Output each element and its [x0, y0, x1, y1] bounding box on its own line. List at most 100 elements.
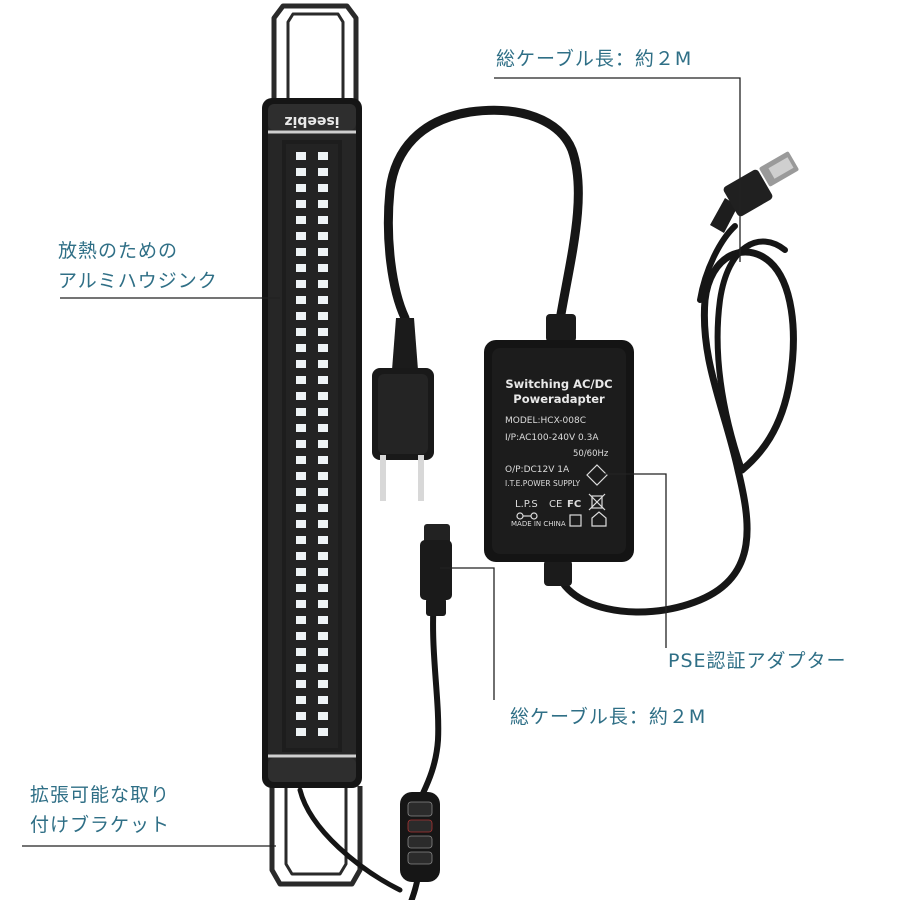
led-chip	[318, 712, 328, 720]
led-chip	[296, 696, 306, 704]
led-chip	[318, 168, 328, 176]
led-chip	[318, 536, 328, 544]
adapter-title: Switching AC/DC	[505, 377, 612, 391]
led-chip	[318, 488, 328, 496]
led-chip	[318, 456, 328, 464]
led-chip	[296, 360, 306, 368]
led-chip	[318, 616, 328, 624]
led-chip	[296, 424, 306, 432]
led-chip	[318, 584, 328, 592]
power-adapter: Switching AC/DC Poweradapter MODEL:HCX-0…	[484, 340, 634, 562]
brand-logo: iseebiz	[284, 113, 339, 129]
adapter-cables	[383, 105, 797, 616]
adapter-subtitle: Poweradapter	[513, 392, 605, 406]
adapter-mark-fc: FC	[567, 499, 581, 510]
callout-bracket-line2: 付けブラケット	[30, 814, 171, 836]
callout-heatsink: 放熱のための アルミハウジンク	[58, 236, 218, 296]
led-chip	[318, 696, 328, 704]
ac-plug	[372, 318, 434, 501]
led-chip	[296, 344, 306, 352]
adapter-model: MODEL:HCX-008C	[505, 416, 586, 426]
led-chip	[296, 472, 306, 480]
adapter-frequency: 50/60Hz	[573, 449, 609, 459]
led-chip	[296, 392, 306, 400]
led-chip	[318, 264, 328, 272]
led-chip	[318, 728, 328, 736]
led-chip	[318, 296, 328, 304]
led-chip	[296, 520, 306, 528]
dc-barrel-plug	[710, 151, 799, 233]
led-chip	[296, 152, 306, 160]
led-chip	[318, 232, 328, 240]
adapter-input: I/P:AC100-240V 0.3A	[505, 433, 599, 443]
led-light-bar: iseebiz	[262, 98, 362, 788]
callout-bracket-line1: 拡張可能な取り	[30, 784, 171, 806]
callout-bracket: 拡張可能な取り 付けブラケット	[30, 780, 170, 840]
led-chip	[318, 568, 328, 576]
led-chip	[296, 504, 306, 512]
led-chip	[296, 296, 306, 304]
adapter-mark-ce: CE	[549, 499, 562, 510]
double-insulation-icon	[569, 514, 582, 527]
led-chip	[296, 456, 306, 464]
led-chip	[296, 184, 306, 192]
led-chip	[296, 600, 306, 608]
led-chip	[296, 552, 306, 560]
led-chip	[318, 184, 328, 192]
led-chip	[318, 440, 328, 448]
led-chip	[296, 312, 306, 320]
adapter-lps: L.P.S	[515, 499, 538, 510]
led-grid	[296, 152, 328, 736]
led-chip	[318, 216, 328, 224]
callout-heatsink-line1: 放熱のための	[58, 240, 179, 262]
led-chip	[296, 440, 306, 448]
led-chip	[318, 392, 328, 400]
led-chip	[296, 232, 306, 240]
led-chip	[318, 600, 328, 608]
callout-cable-length-bottom: 総ケーブル長：約２M	[510, 706, 707, 728]
led-chip	[296, 712, 306, 720]
led-chip	[296, 216, 306, 224]
led-chip	[296, 248, 306, 256]
led-chip	[318, 280, 328, 288]
adapter-cord-boot-bottom	[544, 560, 572, 586]
adapter-supply: I.T.E.POWER SUPPLY	[505, 479, 580, 488]
led-chip	[318, 360, 328, 368]
led-chip	[296, 680, 306, 688]
led-chip	[296, 280, 306, 288]
led-chip	[318, 520, 328, 528]
leader-line-cable-bottom	[440, 567, 495, 700]
adapter-made-in: MADE IN CHINA	[511, 520, 566, 528]
led-chip	[318, 376, 328, 384]
callout-heatsink-line2: アルミハウジンク	[58, 270, 218, 292]
led-chip	[296, 264, 306, 272]
led-chip	[318, 312, 328, 320]
led-chip	[296, 632, 306, 640]
polarity-icon	[516, 512, 538, 520]
led-chip	[318, 408, 328, 416]
dc-socket-connector	[420, 524, 452, 616]
bottom-bracket	[269, 786, 363, 887]
led-chip	[296, 488, 306, 496]
callout-pse-adapter: PSE認証アダプター	[668, 650, 847, 672]
top-bracket	[271, 3, 359, 102]
led-chip	[296, 376, 306, 384]
led-chip	[318, 504, 328, 512]
led-chip	[318, 328, 328, 336]
led-chip	[318, 472, 328, 480]
adapter-cord-boot-top	[546, 314, 576, 342]
leader-lines	[22, 77, 741, 847]
led-chip	[318, 680, 328, 688]
weee-bin-icon	[588, 493, 606, 511]
led-chip	[296, 616, 306, 624]
leader-line-cable-top	[494, 77, 741, 262]
led-chip	[296, 568, 306, 576]
leader-line-pse	[604, 473, 667, 648]
adapter-output: O/P:DC12V 1A	[505, 465, 570, 475]
led-chip	[318, 648, 328, 656]
led-chip	[318, 344, 328, 352]
indoor-use-icon	[591, 511, 607, 527]
callout-cable-length-top: 総ケーブル長：約２M	[496, 48, 693, 70]
